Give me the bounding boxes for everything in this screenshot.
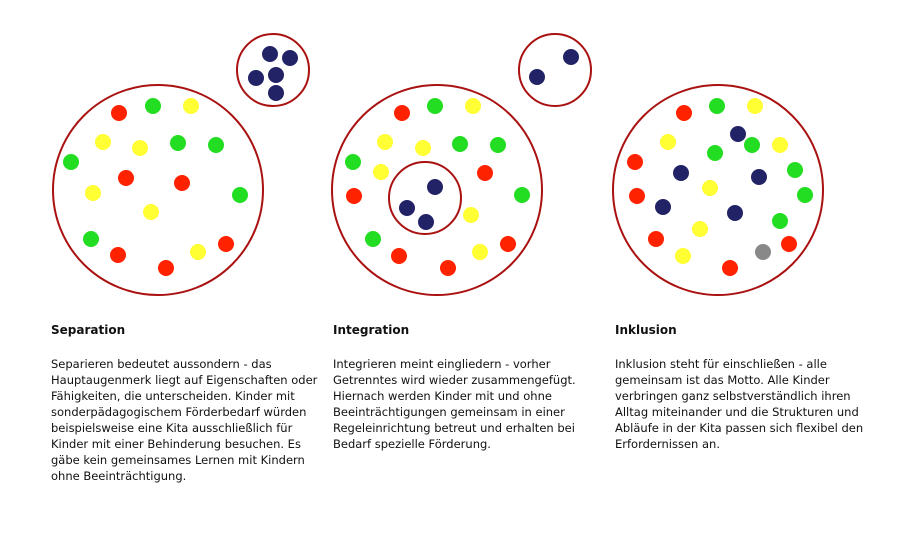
child-dot [95,134,111,150]
child-dot [83,231,99,247]
child-dot [208,137,224,153]
integration-description: Integrieren meint eingliedern - vorher G… [333,357,576,451]
child-dot [190,244,206,260]
child-dot [232,187,248,203]
child-dot [391,248,407,264]
child-dot [676,105,692,121]
child-dot [500,236,516,252]
child-dot [747,98,763,114]
child-dot [440,260,456,276]
child-dot [648,231,664,247]
child-dot [452,136,468,152]
child-dot [183,98,199,114]
big-group-circle [331,84,543,296]
child-dot [751,169,767,185]
child-dot [110,247,126,263]
separated-group-circle [236,33,310,107]
child-dot [111,105,127,121]
child-dot [781,236,797,252]
child-dot [797,187,813,203]
inclusion-title: Inklusion [615,323,677,337]
separation-description: Separieren bedeutet aussondern - das Hau… [51,357,318,483]
child-dot [755,244,771,260]
child-dot [377,134,393,150]
child-dot [692,221,708,237]
child-dot [85,185,101,201]
child-dot [709,98,725,114]
child-dot [744,137,760,153]
child-dot [730,126,746,142]
child-dot [118,170,134,186]
child-dot [675,248,691,264]
child-dot [772,137,788,153]
separation-diagram [52,33,310,296]
special-needs-dot [427,179,443,195]
child-dot [174,175,190,191]
child-dot [394,105,410,121]
integration-panel: Integration Integrieren meint einglieder… [333,322,605,452]
child-dot [170,135,186,151]
child-dot [158,260,174,276]
child-dot [660,134,676,150]
separation-title: Separation [51,323,126,337]
big-group-circle [612,84,824,296]
special-needs-dot [418,214,434,230]
child-dot [63,154,79,170]
child-dot [727,205,743,221]
child-dot [365,231,381,247]
child-dot [132,140,148,156]
child-dot [472,244,488,260]
child-dot [722,260,738,276]
child-dot [627,154,643,170]
special-needs-dot [268,67,284,83]
child-dot [655,199,671,215]
child-dot [427,98,443,114]
child-dot [145,98,161,114]
child-dot [346,188,362,204]
child-dot [218,236,234,252]
child-dot [629,188,645,204]
inclusion-diagram-group [612,84,824,296]
outside-group-circle [518,33,592,107]
child-dot [702,180,718,196]
child-dot [673,165,689,181]
child-dot [490,137,506,153]
special-needs-dot [399,200,415,216]
child-dot [465,98,481,114]
inclusion-panel: Inklusion Inklusion steht für einschließ… [615,322,887,452]
child-dot [345,154,361,170]
child-dot [373,164,389,180]
separation-panel: Separation Separieren bedeutet aussonder… [51,322,323,484]
special-needs-dot [248,70,264,86]
big-group-circle [52,84,264,296]
integrated-group-circle [388,161,462,235]
special-needs-dot [268,85,284,101]
child-dot [143,204,159,220]
child-dot [415,140,431,156]
integration-diagram [331,33,592,296]
special-needs-dot [563,49,579,65]
child-dot [707,145,723,161]
child-dot [514,187,530,203]
child-dot [772,213,788,229]
special-needs-dot [262,46,278,62]
special-needs-dot [529,69,545,85]
child-dot [477,165,493,181]
child-dot [463,207,479,223]
child-dot [787,162,803,178]
inclusion-description: Inklusion steht für einschließen - alle … [615,357,864,451]
integration-title: Integration [333,323,410,337]
special-needs-dot [282,50,298,66]
